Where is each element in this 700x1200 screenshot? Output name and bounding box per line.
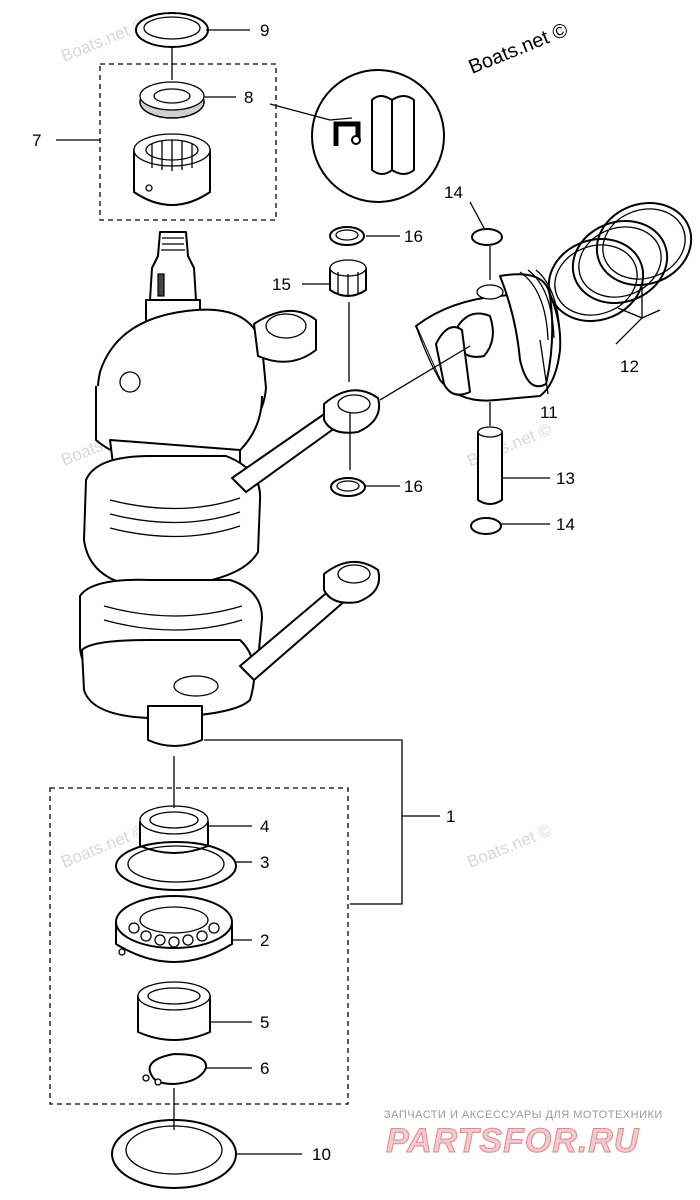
part-16-washer-upper bbox=[329, 226, 365, 246]
connecting-rod-upper bbox=[231, 389, 380, 493]
callout-11: 11 bbox=[540, 403, 558, 422]
part-12-piston-rings bbox=[547, 201, 693, 323]
part-14-circlip-upper bbox=[471, 228, 503, 246]
leader-lines bbox=[56, 29, 661, 1155]
callout-16-upper: 16 bbox=[404, 227, 423, 246]
part-4-sleeve bbox=[139, 805, 209, 854]
part-16-washer-lower bbox=[330, 477, 366, 497]
callout-5: 5 bbox=[260, 1013, 269, 1032]
callout-13: 13 bbox=[556, 469, 575, 488]
callout-3: 3 bbox=[260, 853, 269, 872]
watermark-top-text: Boats.net © bbox=[466, 19, 572, 79]
part-8-seal bbox=[139, 81, 205, 119]
callout-2: 2 bbox=[260, 931, 269, 950]
callout-8: 8 bbox=[244, 88, 253, 107]
watermark-text: Boats.net © bbox=[464, 821, 554, 872]
callout-14-upper: 14 bbox=[444, 183, 463, 202]
callout-4: 4 bbox=[260, 817, 269, 836]
part-6-snap-ring bbox=[142, 1053, 208, 1086]
part-3-shim bbox=[115, 841, 237, 891]
watermark-text: Boats.net © bbox=[58, 15, 148, 66]
part-15-small-end-bearing bbox=[329, 259, 367, 297]
callout-16-lower: 16 bbox=[404, 477, 423, 496]
callout-1: 1 bbox=[446, 807, 455, 826]
crankshaft bbox=[79, 231, 317, 747]
part-2-ball-bearing bbox=[115, 895, 233, 963]
part-14-circlip-lower bbox=[470, 517, 502, 535]
upper-bearing-kit-box bbox=[99, 63, 277, 221]
brand-logo-text: PARTSFOR.RU bbox=[386, 1122, 640, 1160]
brand-watermark: ЗАПЧАСТИ И АКСЕССУАРЫ ДЛЯ МОТОТЕХНИКИ PA… bbox=[384, 1109, 663, 1161]
brand-tagline: ЗАПЧАСТИ И АКСЕССУАРЫ ДЛЯ МОТОТЕХНИКИ bbox=[384, 1109, 663, 1121]
part-5-needle-bearing bbox=[137, 981, 211, 1041]
watermark-text: Boats.net © bbox=[58, 821, 148, 872]
part-11-piston bbox=[415, 269, 562, 402]
callout-10: 10 bbox=[312, 1145, 331, 1164]
callout-14-lower: 14 bbox=[556, 515, 575, 534]
callout-7: 7 bbox=[32, 131, 41, 150]
callout-15: 15 bbox=[272, 275, 291, 294]
part-10-washer bbox=[111, 1119, 237, 1189]
lower-bearing-kit-box bbox=[49, 787, 349, 1105]
part-13-piston-pin bbox=[477, 426, 503, 505]
grease-detail-circle bbox=[311, 69, 445, 203]
part-9-oil-seal bbox=[135, 12, 209, 48]
connecting-rod-lower bbox=[239, 561, 380, 681]
callout-9: 9 bbox=[260, 21, 269, 40]
part-7-needle-bearing bbox=[133, 133, 211, 206]
callout-labels: 9 8 7 16 15 14 12 11 13 16 14 1 4 3 2 5 … bbox=[32, 21, 639, 1164]
callout-6: 6 bbox=[260, 1059, 269, 1078]
callout-12: 12 bbox=[620, 357, 639, 376]
